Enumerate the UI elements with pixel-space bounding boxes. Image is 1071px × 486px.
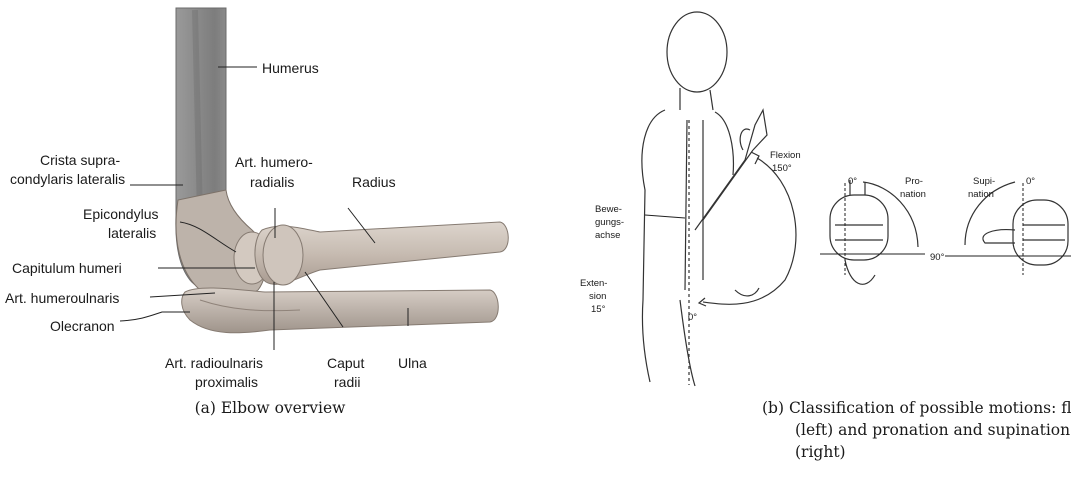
epicondylus-label-1: Epicondylus bbox=[83, 206, 159, 222]
epicondylus-label-2: lateralis bbox=[108, 225, 156, 241]
capitulum-label: Capitulum humeri bbox=[12, 260, 122, 276]
caption-b: (b) Classification of possible motions: … bbox=[762, 397, 1062, 463]
art-radioulnaris-label-1: Art. radioulnaris bbox=[165, 355, 263, 371]
pronation-label-2: nation bbox=[900, 189, 926, 200]
crista-label-1: Crista supra- bbox=[40, 152, 120, 168]
extension-label-3: 15° bbox=[591, 304, 606, 315]
caput-label-2: radii bbox=[334, 374, 360, 390]
ulna-label: Ulna bbox=[398, 355, 427, 371]
olecranon-label: Olecranon bbox=[50, 318, 115, 334]
humerus-label: Humerus bbox=[262, 60, 319, 76]
art-humeroradialis-label-1: Art. humero- bbox=[235, 154, 313, 170]
zero-left-label: 0° bbox=[848, 176, 857, 187]
flexion-label-1: Flexion bbox=[770, 150, 801, 161]
extension-label-2: sion bbox=[589, 291, 606, 302]
flexion-label-2: 150° bbox=[772, 163, 792, 174]
crista-label-2: condylaris lateralis bbox=[10, 171, 125, 187]
pronation-label-1: Pro- bbox=[905, 176, 923, 187]
bewegungsachse-label-1: Bewe- bbox=[595, 204, 622, 215]
art-radioulnaris-label-2: proximalis bbox=[195, 374, 258, 390]
motion-sketch: Flexion 150° Bewe- gungs- achse Exten- s… bbox=[545, 0, 1071, 400]
pronation-fist bbox=[830, 180, 888, 284]
supination-label-1: Supi- bbox=[973, 176, 995, 187]
art-humeroradialis-label-2: radialis bbox=[250, 174, 294, 190]
caption-b-line-3: (right) bbox=[762, 441, 1062, 463]
extension-label-1: Exten- bbox=[580, 278, 607, 289]
caption-a: (a) Elbow overview bbox=[0, 397, 540, 419]
flexion-arc bbox=[703, 158, 796, 304]
bewegungsachse-label-2: gungs- bbox=[595, 217, 624, 228]
bewegungsachse-label-3: achse bbox=[595, 230, 620, 241]
caption-b-line-1: (b) Classification of possible motions: … bbox=[762, 397, 1062, 419]
ninety-degree-label: 90° bbox=[930, 252, 945, 263]
caption-b-line-2: (left) and pronation and supination bbox=[762, 419, 1062, 441]
elbow-illustration: Humerus Crista supra- condylaris lateral… bbox=[0, 0, 540, 400]
radial-head-shape bbox=[263, 225, 303, 285]
art-humeroulnaris-label: Art. humeroulnaris bbox=[5, 290, 119, 306]
zero-right-label: 0° bbox=[1026, 176, 1035, 187]
caput-label-1: Caput bbox=[327, 355, 364, 371]
ulna-shape bbox=[182, 288, 499, 333]
zero-body-label: 0° bbox=[688, 312, 697, 323]
radius-label: Radius bbox=[352, 174, 396, 190]
supination-fist bbox=[983, 200, 1068, 265]
body-outline bbox=[642, 12, 767, 386]
supination-label-2: nation bbox=[968, 189, 994, 200]
